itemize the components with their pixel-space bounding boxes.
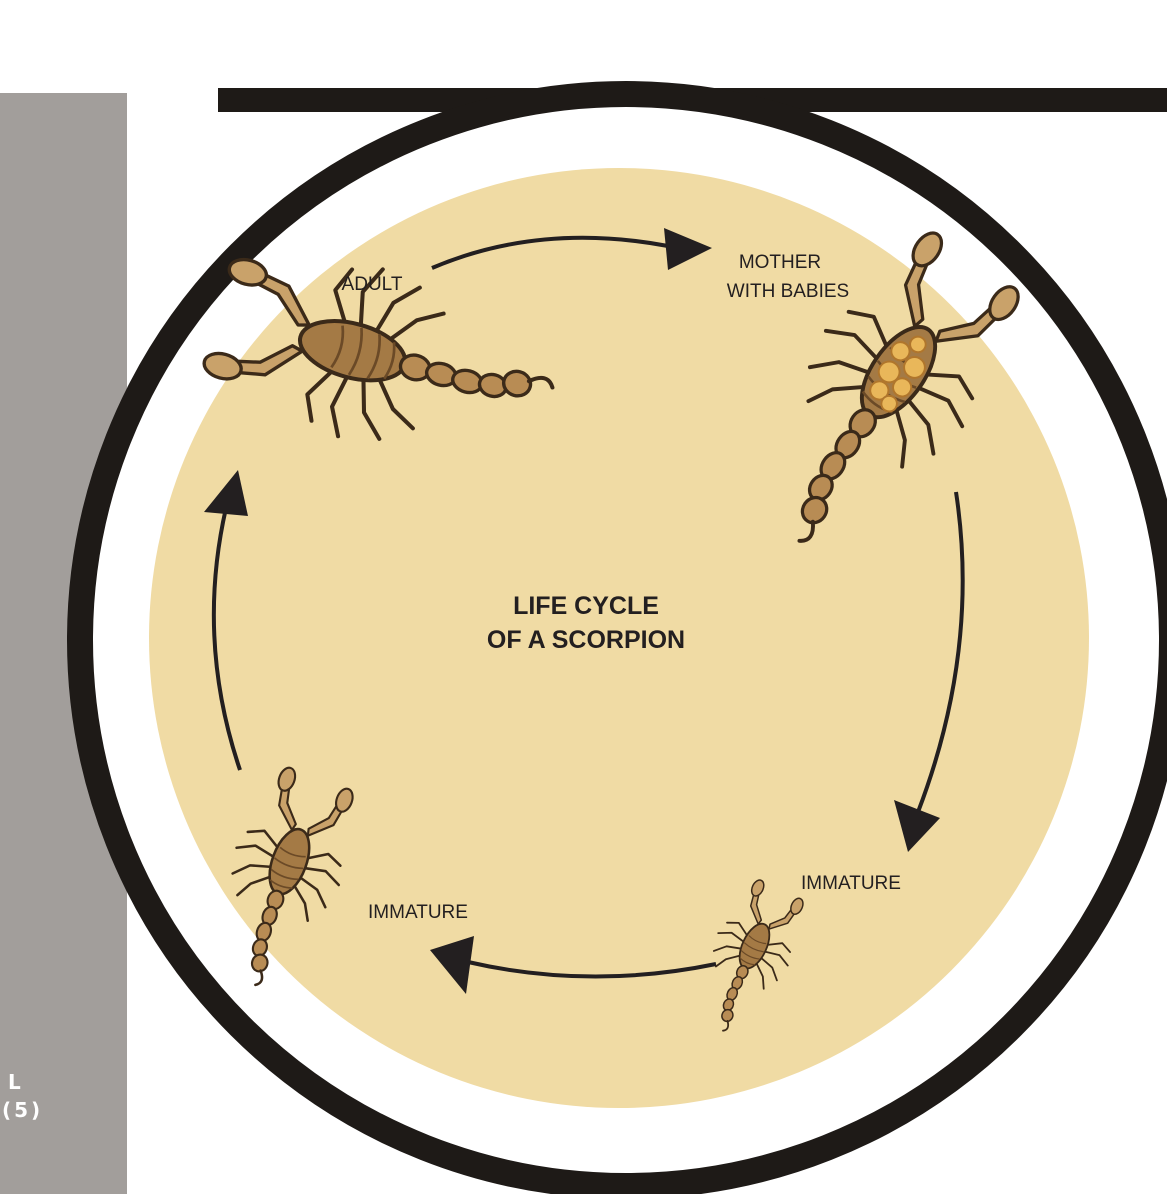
label-adult: ADULT bbox=[342, 274, 403, 295]
label-mother-line2: WITH BABIES bbox=[727, 281, 849, 302]
sidebar-text-line2: (5) bbox=[2, 1098, 43, 1122]
label-mother-line1: MOTHER bbox=[739, 252, 821, 273]
label-immature-right: IMMATURE bbox=[801, 873, 901, 894]
diagram-title-line1: LIFE CYCLE bbox=[513, 592, 659, 620]
diagram-title-line2: OF A SCORPION bbox=[487, 626, 685, 654]
label-immature-left: IMMATURE bbox=[368, 902, 468, 923]
sidebar-text-line1: L bbox=[8, 1070, 24, 1094]
